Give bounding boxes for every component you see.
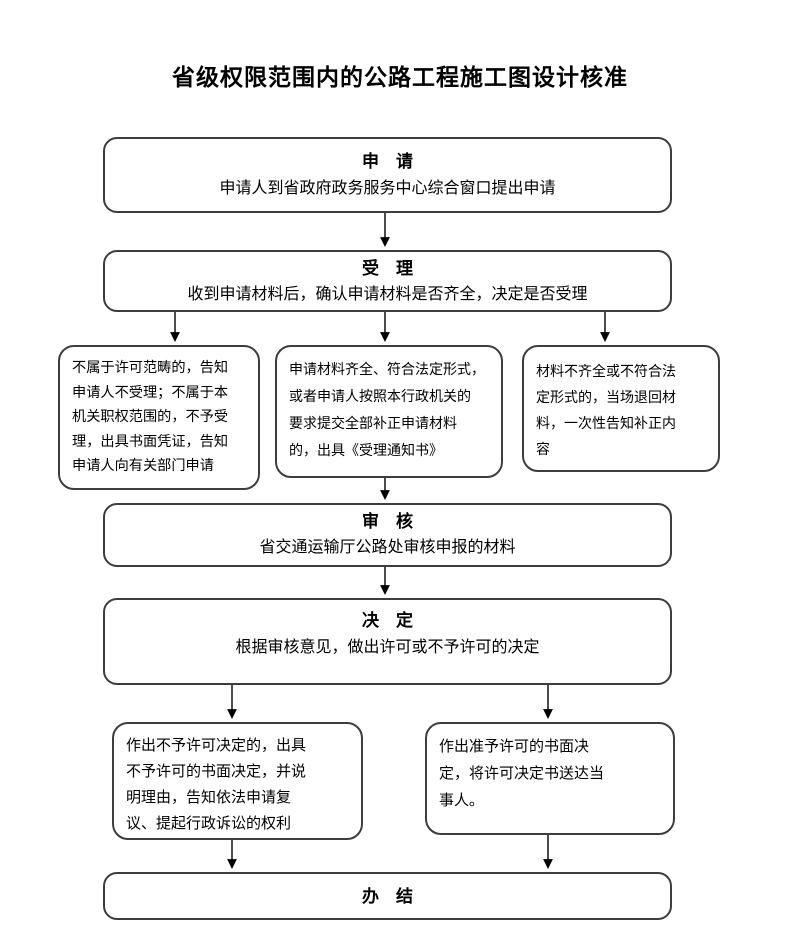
branch-accept-notice: 申请材料齐全、符合法定形式， 或者申请人按照本行政机关的 要求提交全部补正申请材… [275, 345, 503, 478]
branch-deny: 作出不予许可决定的，出具 不予许可的书面决定，并说 明理由，告知依法申请复 议、… [112, 722, 363, 840]
node-apply: 申 请 申请人到省政府政务服务中心综合窗口提出申请 [103, 137, 672, 213]
branch-return-material: 材料不齐全或不符合法 定形式的，当场退回材 料，一次性告知补正内 容 [522, 345, 720, 472]
node-review-desc: 省交通运输厅公路处审核申报的材料 [259, 539, 516, 556]
branch-grant: 作出准予许可的书面决 定，将许可决定书送达当 事人。 [425, 722, 675, 835]
node-accept: 受 理 收到申请材料后，确认申请材料是否齐全，决定是否受理 [103, 250, 672, 312]
node-review: 审 核 省交通运输厅公路处审核申报的材料 [103, 503, 672, 567]
node-accept-title: 受 理 [362, 258, 413, 278]
node-accept-desc: 收到申请材料后，确认申请材料是否齐全，决定是否受理 [187, 285, 588, 303]
node-decision: 决 定 根据审核意见，做出许可或不予许可的决定 [103, 598, 672, 685]
node-apply-desc: 申请人到省政府政务服务中心综合窗口提出申请 [219, 179, 556, 197]
node-finish-title: 办 结 [362, 886, 413, 906]
node-review-title: 审 核 [362, 512, 413, 531]
page-title: 省级权限范围内的公路工程施工图设计核准 [172, 64, 628, 90]
node-decision-desc: 根据审核意见，做出许可或不予许可的决定 [235, 639, 540, 656]
node-apply-title: 申 请 [362, 151, 413, 171]
node-decision-title: 决 定 [362, 611, 413, 630]
node-finish: 办 结 [103, 872, 672, 920]
branch-not-accept: 不属于许可范畴的，告知 申请人不受理；不属于本 机关职权范围的，不予受 理，出具… [58, 345, 260, 490]
